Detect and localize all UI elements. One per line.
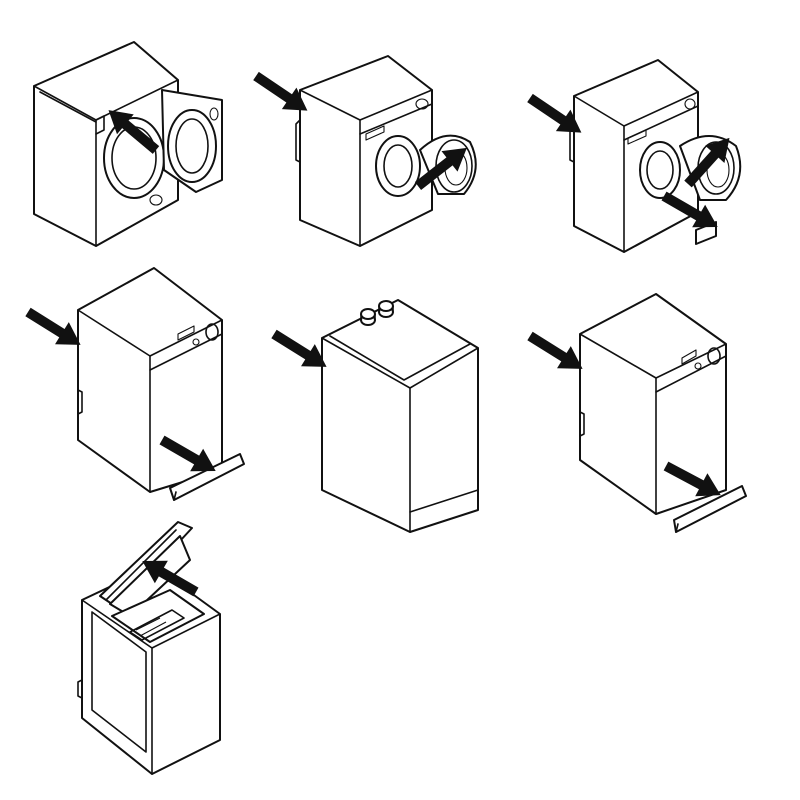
panel-top-loader-plinth	[21, 267, 245, 501]
panel-front-loader-side	[248, 55, 477, 247]
panel-top-loader-plinth-2	[523, 293, 747, 533]
panel-top-loader-closed	[267, 299, 479, 533]
panel-top-loader-open-lid	[77, 521, 221, 775]
panel-front-loader-open-door	[33, 41, 223, 247]
panel-front-loader-filter	[522, 59, 742, 253]
